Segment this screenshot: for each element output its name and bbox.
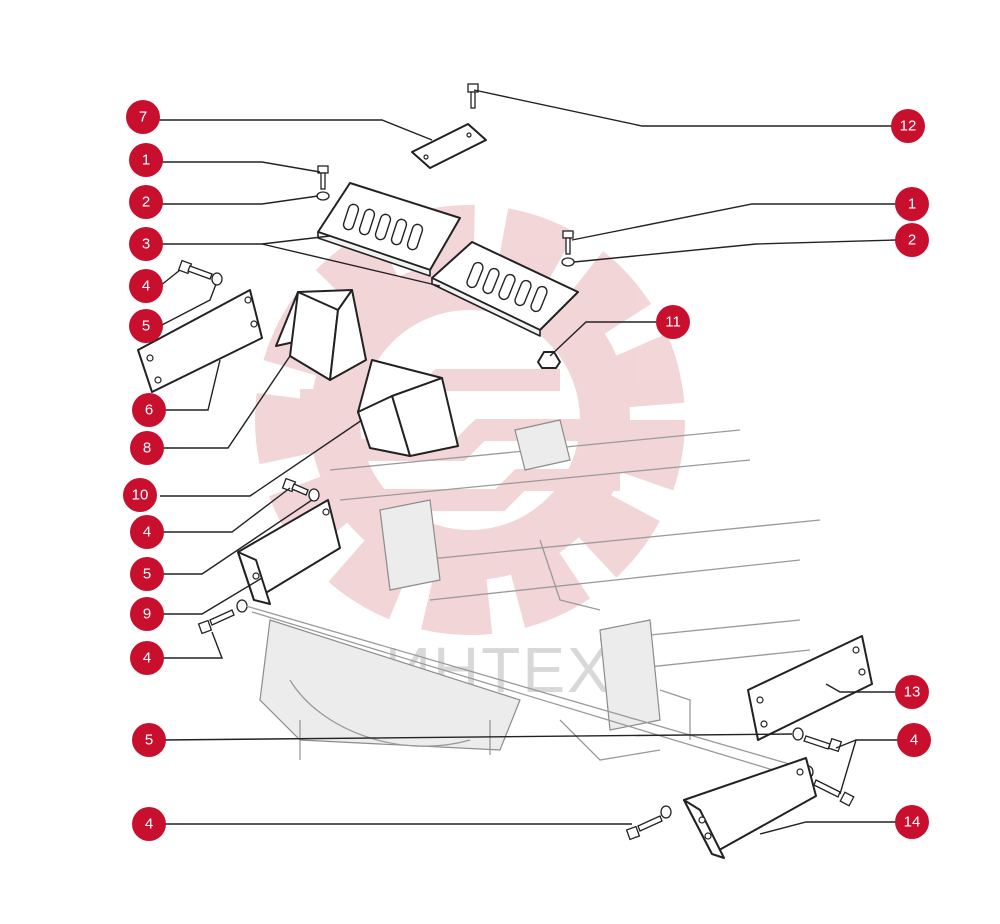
callout-4-a-label: 4 (142, 278, 150, 295)
callout-5-a-label: 5 (142, 318, 150, 335)
callout-8: 8 (130, 431, 164, 465)
callout-4-b: 4 (130, 515, 164, 549)
bolt-part-12 (467, 83, 479, 109)
callout-1-left: 1 (129, 143, 163, 177)
callout-8-label: 8 (143, 440, 151, 457)
bolt-part-4-bottom (625, 805, 672, 841)
callout-4-a: 4 (129, 269, 163, 303)
slotted-plate-part-3-right (431, 241, 579, 337)
plate-part-13 (747, 635, 873, 741)
callout-6: 6 (132, 393, 166, 427)
callout-10-label: 10 (132, 487, 149, 504)
bolt-part-4-upper (177, 259, 223, 286)
callout-6-label: 6 (145, 402, 153, 419)
bolt-part-4-lower-left (197, 599, 248, 635)
callout-10: 10 (123, 478, 157, 512)
callout-2-left: 2 (129, 185, 163, 219)
callout-4-c-label: 4 (143, 650, 151, 667)
callout-9: 9 (130, 597, 164, 631)
callout-12: 12 (891, 109, 925, 143)
callout-5-c: 5 (132, 723, 166, 757)
callout-12-label: 12 (900, 118, 917, 135)
leader-lines (158, 89, 898, 835)
callout-2-right-label: 2 (908, 232, 916, 249)
bolt-part-1-left (316, 165, 330, 201)
callout-4-c: 4 (130, 641, 164, 675)
callout-4-d: 4 (132, 807, 166, 841)
callout-7: 7 (126, 100, 160, 134)
bracket-part-10 (357, 359, 459, 457)
cap-part-11 (537, 351, 561, 369)
callout-5-a: 5 (129, 309, 163, 343)
bolt-part-4-right-upper (792, 727, 843, 753)
slotted-plate-part-3-left (317, 182, 461, 277)
chassis-frame-background (259, 419, 821, 761)
callout-4-e-label: 4 (910, 732, 918, 749)
bolt-part-1-right (561, 230, 575, 267)
callout-5-c-label: 5 (145, 732, 153, 749)
callout-4-d-label: 4 (145, 816, 153, 833)
callout-3: 3 (129, 227, 163, 261)
callout-4-e: 4 (897, 723, 931, 757)
callout-2-right: 2 (895, 223, 929, 257)
callout-7-label: 7 (139, 109, 147, 126)
callout-13: 13 (895, 675, 929, 709)
callout-1-left-label: 1 (142, 152, 150, 169)
callout-3-label: 3 (142, 236, 150, 253)
bracket-part-8 (275, 289, 367, 381)
callout-11-label: 11 (665, 314, 681, 331)
callout-1-right: 1 (895, 187, 929, 221)
callout-2-left-label: 2 (142, 194, 150, 211)
bracket-part-14 (683, 757, 817, 859)
callout-9-label: 9 (143, 606, 151, 623)
callout-1-right-label: 1 (908, 196, 916, 213)
bracket-part-9 (237, 499, 341, 605)
callout-13-label: 13 (904, 684, 921, 701)
callout-5-b: 5 (130, 557, 164, 591)
plate-part-7 (411, 123, 487, 169)
callout-11: 11 (656, 305, 690, 339)
callout-4-b-label: 4 (143, 524, 151, 541)
callout-14: 14 (895, 805, 929, 839)
callout-14-label: 14 (904, 814, 921, 831)
long-bar (245, 605, 811, 781)
callout-5-b-label: 5 (143, 566, 151, 583)
plate-part-6 (137, 289, 263, 393)
